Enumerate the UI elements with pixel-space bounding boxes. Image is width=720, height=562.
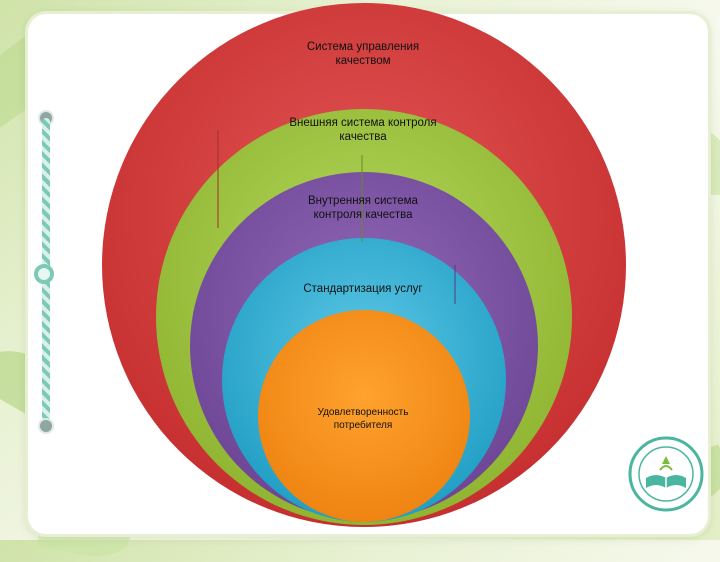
label-line: потребителя [333, 420, 393, 431]
level-label-quality-management: Система управления качеством [263, 40, 463, 68]
label-line: Внутренняя система [308, 195, 418, 207]
level-label-internal-control: Внутренняя система контроля качества [263, 194, 463, 222]
level-label-external-control: Внешняя система контроля качества [263, 116, 463, 144]
label-line: Внешняя система контроля [289, 117, 437, 129]
rope-end-bottom [38, 418, 54, 434]
label-line: Стандартизация услуг [303, 283, 423, 295]
level-label-satisfaction: Удовлетворенность потребителя [263, 406, 463, 432]
level-label-standardization: Стандартизация услуг [263, 282, 463, 296]
label-line: контроля качества [313, 209, 413, 221]
book-emblem-icon [628, 436, 704, 512]
level-circle-satisfaction [258, 310, 470, 522]
nested-circles-diagram [102, 3, 626, 527]
label-line: качеством [335, 55, 391, 67]
label-line: Удовлетворенность [317, 407, 409, 418]
label-line: Система управления [306, 41, 420, 53]
rope-knot-icon [34, 264, 54, 284]
label-line: качества [339, 131, 387, 143]
